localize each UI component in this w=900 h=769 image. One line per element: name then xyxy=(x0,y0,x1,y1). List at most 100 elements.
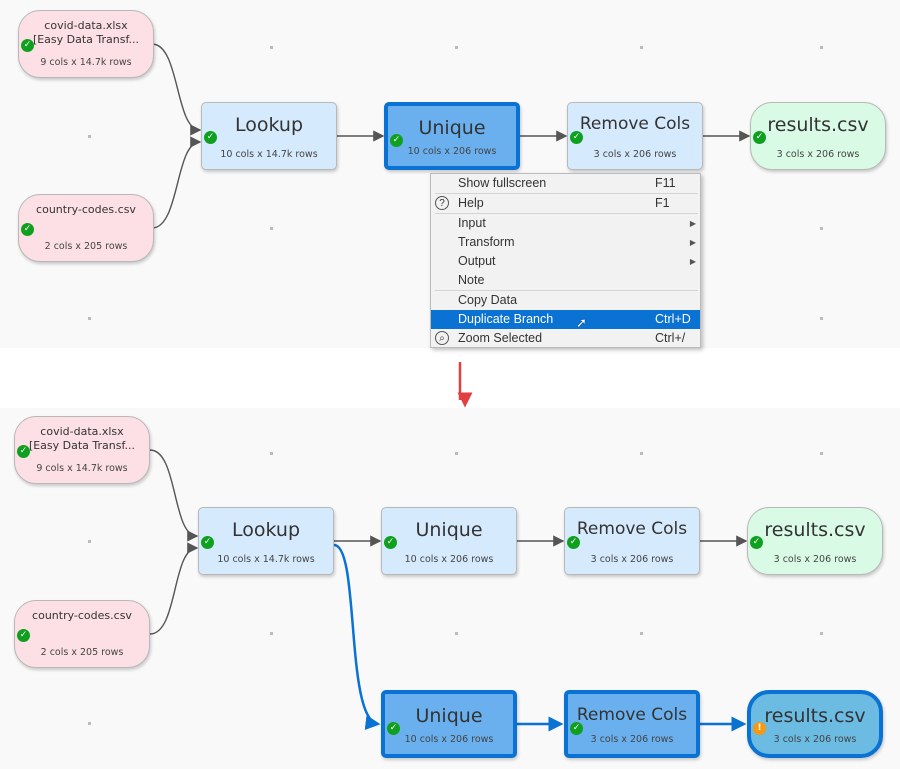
grid-dot xyxy=(455,632,458,635)
node-title: Remove Cols xyxy=(579,114,691,134)
node-title: Remove Cols xyxy=(576,705,688,725)
node-results[interactable]: results.csv 3 cols x 206 rows ✓ xyxy=(750,102,886,170)
zoom-icon: ⌕ xyxy=(435,331,449,345)
node-stats: 10 cols x 206 rows xyxy=(404,734,494,745)
node-stats: 10 cols x 14.7k rows xyxy=(220,149,318,160)
check-icon: ✓ xyxy=(387,722,400,735)
menu-item-label: Note xyxy=(458,273,485,287)
node-title: results.csv xyxy=(764,519,866,541)
node-title: Unique xyxy=(415,519,483,541)
menu-item-show-fullscreen[interactable]: Show fullscreen F11 xyxy=(431,174,700,193)
grid-dot xyxy=(88,317,91,320)
menu-item-input[interactable]: Input ▶ xyxy=(431,214,700,233)
grid-dot xyxy=(820,452,823,455)
node-country[interactable]: country-codes.csv 2 cols x 205 rows ✓ xyxy=(14,600,150,668)
menu-item-shortcut: Ctrl+/ xyxy=(655,331,686,345)
node-stats: 3 cols x 206 rows xyxy=(776,149,860,160)
cursor-icon: ➚ xyxy=(576,315,587,330)
grid-dot xyxy=(820,317,823,320)
grid-dot xyxy=(270,46,273,49)
help-icon: ? xyxy=(435,196,449,210)
node-stats: 3 cols x 206 rows xyxy=(590,734,674,745)
grid-dot xyxy=(820,227,823,230)
grid-dot xyxy=(88,540,91,543)
node-unique2[interactable]: Unique 10 cols x 206 rows ✓ xyxy=(381,690,517,758)
node-results2[interactable]: results.csv 3 cols x 206 rows! xyxy=(747,690,883,758)
warning-icon: ! xyxy=(753,722,766,735)
edge xyxy=(149,449,199,542)
check-icon: ✓ xyxy=(567,536,580,549)
submenu-arrow-icon: ▶ xyxy=(689,257,696,266)
node-stats: 3 cols x 206 rows xyxy=(590,554,674,565)
node-covid[interactable]: covid-data.xlsx[Easy Data Transf...9 col… xyxy=(14,416,150,484)
node-stats: 10 cols x 206 rows xyxy=(404,554,494,565)
check-icon: ✓ xyxy=(21,223,34,236)
grid-dot xyxy=(88,135,91,138)
menu-item-transform[interactable]: Transform ▶ xyxy=(431,233,700,252)
grid-dot xyxy=(640,46,643,49)
check-icon: ✓ xyxy=(750,536,763,549)
node-covid[interactable]: covid-data.xlsx[Easy Data Transf...9 col… xyxy=(18,10,154,78)
check-icon: ✓ xyxy=(21,39,34,52)
grid-dot xyxy=(455,452,458,455)
node-remove[interactable]: Remove Cols 3 cols x 206 rows ✓ xyxy=(564,507,700,575)
check-icon: ✓ xyxy=(570,722,583,735)
node-stats: 9 cols x 14.7k rows xyxy=(36,463,128,474)
node-title: Remove Cols xyxy=(576,519,688,539)
grid-dot xyxy=(455,46,458,49)
node-title: results.csv xyxy=(767,114,869,136)
node-stats: 10 cols x 206 rows xyxy=(407,146,497,157)
check-icon: ✓ xyxy=(753,131,766,144)
menu-item-output[interactable]: Output ▶ xyxy=(431,252,700,271)
node-title: Lookup xyxy=(234,114,304,136)
node-stats: 3 cols x 206 rows xyxy=(773,734,857,745)
menu-item-note[interactable]: Note xyxy=(431,271,700,290)
edge-new xyxy=(333,543,381,730)
submenu-arrow-icon: ▶ xyxy=(689,238,696,247)
menu-item-shortcut: Ctrl+D xyxy=(655,312,691,326)
grid-dot xyxy=(640,452,643,455)
grid-dot xyxy=(88,722,91,725)
check-icon: ✓ xyxy=(384,536,397,549)
edge xyxy=(149,542,199,635)
node-remove2[interactable]: Remove Cols 3 cols x 206 rows ✓ xyxy=(564,690,700,758)
menu-item-label: Output xyxy=(458,254,496,268)
node-title: covid-data.xlsx xyxy=(40,425,124,438)
menu-item-label: Transform xyxy=(458,235,515,249)
menu-item-label: Input xyxy=(458,216,486,230)
node-title: results.csv xyxy=(764,705,866,727)
edge xyxy=(151,43,202,136)
node-title: Unique xyxy=(415,705,483,727)
menu-item-shortcut: F11 xyxy=(655,176,676,190)
check-icon: ✓ xyxy=(17,629,30,642)
grid-dot xyxy=(820,46,823,49)
node-title: country-codes.csv xyxy=(32,609,132,622)
grid-dot xyxy=(270,632,273,635)
node-title: Unique xyxy=(418,117,486,139)
edge xyxy=(151,136,202,229)
menu-item-duplicate-branch[interactable]: Duplicate Branch Ctrl+D ➚ xyxy=(431,310,700,330)
node-title: covid-data.xlsx xyxy=(44,19,128,32)
menu-item-copy-data[interactable]: Copy Data xyxy=(431,291,700,310)
node-stats: 3 cols x 206 rows xyxy=(593,149,677,160)
menu-separator xyxy=(435,290,698,291)
node-stats: 2 cols x 205 rows xyxy=(40,647,124,658)
submenu-arrow-icon: ▶ xyxy=(689,219,696,228)
node-stats: 10 cols x 14.7k rows xyxy=(217,554,315,565)
grid-dot xyxy=(820,632,823,635)
node-title: country-codes.csv xyxy=(36,203,136,216)
menu-item-label: Copy Data xyxy=(458,293,518,307)
node-unique[interactable]: Unique 10 cols x 206 rows ✓ xyxy=(381,507,517,575)
menu-item-label: Show fullscreen xyxy=(458,176,547,190)
menu-item-label: Duplicate Branch xyxy=(458,312,554,326)
